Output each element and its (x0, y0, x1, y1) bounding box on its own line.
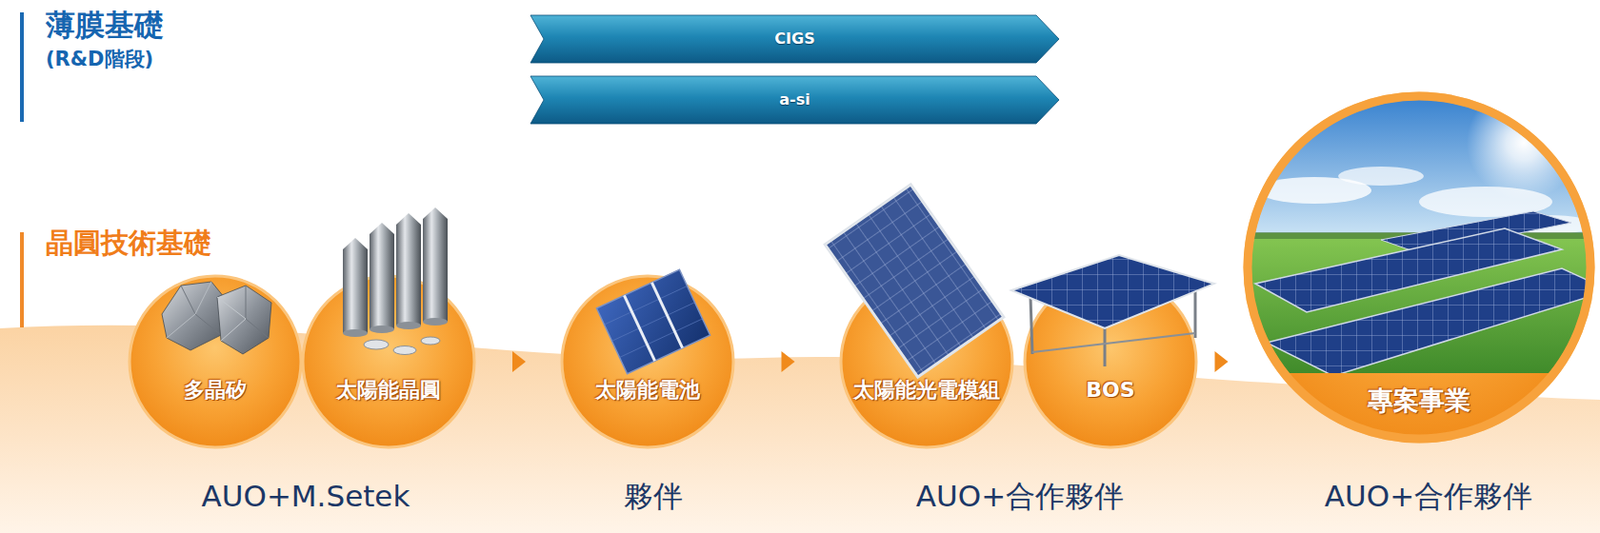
flow-arrowhead (512, 351, 526, 373)
partner-label: AUO+合作夥伴 (916, 479, 1124, 515)
circle-fill (561, 276, 734, 448)
stage-label: 太陽能光電模組 (853, 378, 1000, 403)
flow-arrow (1198, 351, 1243, 373)
circle-fill (1024, 276, 1197, 448)
partner-label: AUO+合作夥伴 (1324, 479, 1533, 515)
band-fill (530, 15, 1060, 63)
circle-fill (129, 276, 301, 448)
stage-label: 太陽能電池 (595, 378, 700, 403)
partner-label: 夥伴 (623, 479, 683, 515)
band-label: CIGS (774, 29, 815, 48)
section-bar (20, 12, 24, 122)
stage-label: 專案事業 (1367, 385, 1471, 417)
orange-circle (560, 274, 736, 450)
circle-fill (1244, 93, 1594, 442)
tech-band: a-si (530, 76, 1060, 124)
photo-ring (1247, 96, 1591, 440)
orange-circle (839, 274, 1015, 450)
stage-circle: BOS (1022, 274, 1199, 450)
flow-arrowhead (781, 351, 796, 373)
orange-circle (1022, 274, 1199, 450)
flow-arrowhead (1215, 351, 1229, 373)
partner-label: AUO+M.Setek (201, 479, 411, 515)
circle-fill (840, 276, 1013, 448)
band-label: a-si (779, 90, 810, 109)
circle-fill (302, 276, 475, 448)
stage-label: 太陽能晶圓 (336, 378, 441, 403)
stage-circle: 多晶矽 (127, 274, 303, 450)
flow-arrow (476, 351, 560, 373)
stage-label: BOS (1085, 378, 1135, 403)
stage-circle: 太陽能光電模組 (839, 274, 1015, 450)
section-note: (R&D階段) (45, 47, 154, 72)
section-heading: 薄膜基礎 (45, 7, 164, 43)
stage-circle: 太陽能電池 (560, 274, 736, 450)
flow-arrow (735, 351, 840, 373)
stage-circle: 專案事業 (1242, 91, 1596, 444)
stage-label: 多晶矽 (183, 378, 247, 403)
tech-band: CIGS (530, 15, 1060, 63)
solar-farm-photo (1238, 85, 1600, 377)
orange-circle (127, 274, 303, 450)
band-fill (530, 76, 1060, 124)
section-heading: 晶圓技術基礎 (45, 226, 212, 260)
stage-circle: 太陽能晶圓 (300, 274, 477, 450)
orange-circle (300, 274, 477, 450)
section-bar (20, 232, 24, 328)
